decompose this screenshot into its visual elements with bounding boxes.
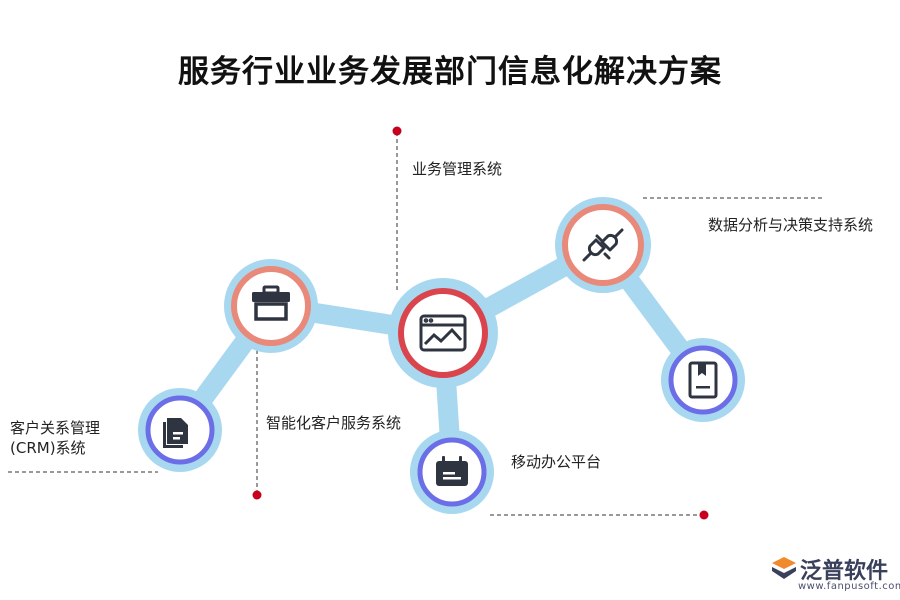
node-data-analysis[interactable] (555, 197, 651, 293)
brand-logo: 泛普软件 www.fanpusoft.com (770, 553, 900, 595)
document-icon (163, 418, 188, 448)
toolbox-icon (252, 285, 290, 321)
logo-url: www.fanpusoft.com (798, 581, 900, 592)
node-mobile[interactable] (410, 430, 494, 514)
label-data-analysis: 数据分析与决策支持系统 (708, 216, 874, 234)
dot-mobile-right (699, 510, 709, 520)
node-book[interactable] (661, 338, 745, 422)
label-mobile: 移动办公平台 (511, 453, 602, 471)
callout-dots (252, 126, 709, 520)
label-crm: 客户关系管理 (CRM)系统 (10, 419, 101, 457)
dot-business-top (392, 126, 402, 136)
calendar-icon (436, 456, 468, 486)
node-crm[interactable] (138, 388, 222, 472)
dashboard-chart-icon (419, 314, 467, 352)
callout-lines (8, 132, 822, 516)
node-smart-service[interactable] (224, 259, 318, 353)
label-business: 业务管理系统 (412, 160, 503, 178)
bookmark-book-icon (688, 361, 718, 399)
logo-name: 泛普软件 (800, 559, 889, 584)
dot-smart-bottom (252, 490, 262, 500)
page-title: 服务行业业务发展部门信息化解决方案 (178, 54, 722, 90)
label-smart-service: 智能化客户服务系统 (266, 414, 402, 432)
fanpu-logo-icon (772, 557, 796, 579)
plug-icon (582, 228, 624, 262)
node-business[interactable] (388, 278, 498, 388)
